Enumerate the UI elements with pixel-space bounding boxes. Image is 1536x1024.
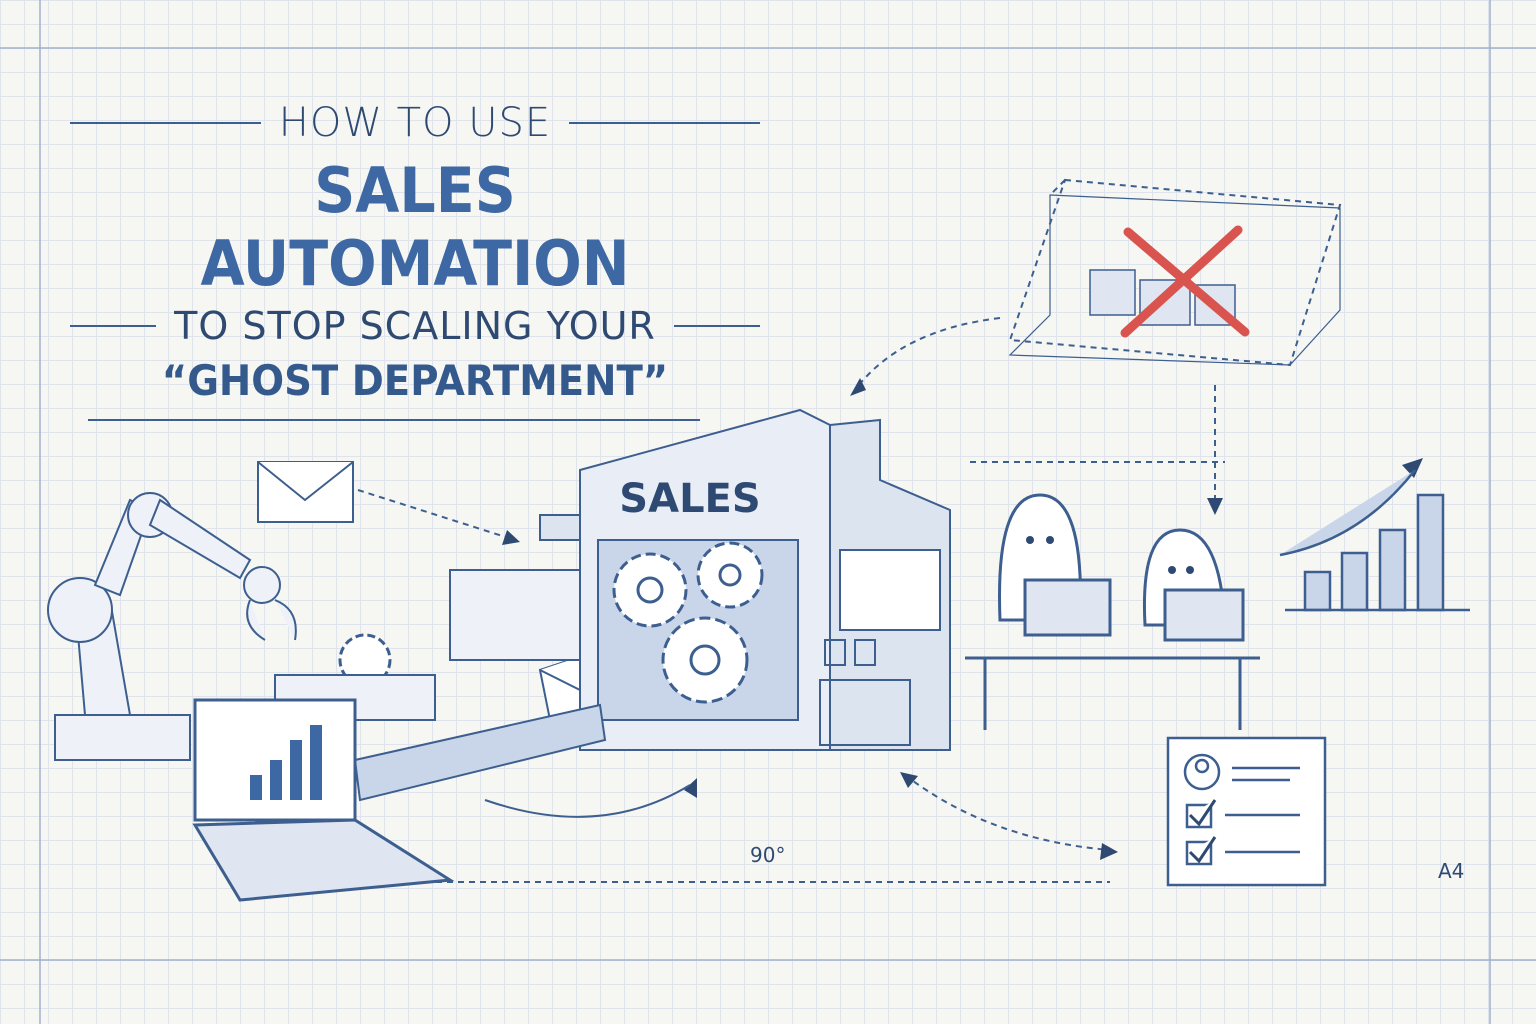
title-line-3-row: TO STOP SCALING YOUR <box>70 304 760 348</box>
checklist-card <box>1166 736 1327 887</box>
divider <box>569 122 760 124</box>
laptop-icon <box>192 698 455 902</box>
paper-size-label: A4 <box>1438 859 1464 883</box>
red-x-icon <box>1120 225 1250 338</box>
gears-icon <box>338 541 764 704</box>
divider <box>673 325 760 327</box>
empty-office-box <box>1008 178 1342 367</box>
divider <box>88 419 700 421</box>
robot-arm <box>47 492 297 761</box>
title-line-3: TO STOP SCALING YOUR <box>174 304 656 348</box>
title-line-4: “GHOST DEPARTMENT” <box>161 356 669 405</box>
title-block: HOW TO USE SALES AUTOMATION TO STOP SCAL… <box>70 100 760 421</box>
flow-arrows <box>357 317 1225 883</box>
growth-chart-icon <box>1279 469 1470 612</box>
curved-arrow <box>484 784 691 818</box>
ghost-workers <box>965 493 1260 730</box>
divider <box>70 325 157 327</box>
title-line-1-row: HOW TO USE <box>70 100 760 146</box>
envelope-icon <box>257 461 354 523</box>
divider <box>70 122 261 124</box>
laptop-chart-bars <box>250 725 322 800</box>
angle-label: 90° <box>750 843 785 867</box>
title-main: SALES AUTOMATION <box>200 154 630 300</box>
sales-sign: SALES <box>619 476 760 522</box>
arrow-heads <box>502 378 1423 860</box>
title-line-1: HOW TO USE <box>278 100 552 146</box>
